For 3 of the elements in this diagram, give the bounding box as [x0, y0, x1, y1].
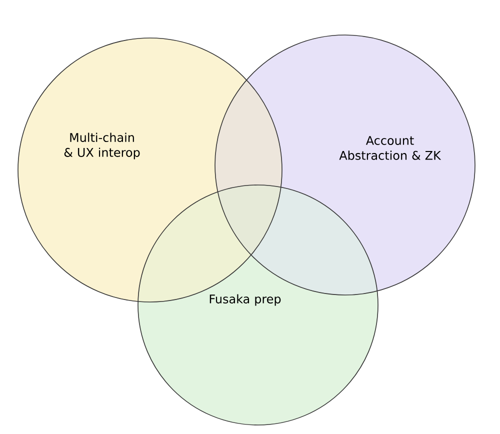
- circle-label: Multi-chain & UX interop: [64, 132, 140, 160]
- circle-label: Fusaka prep: [210, 294, 281, 306]
- circle-label: Account Abstraction & ZK: [339, 136, 442, 160]
